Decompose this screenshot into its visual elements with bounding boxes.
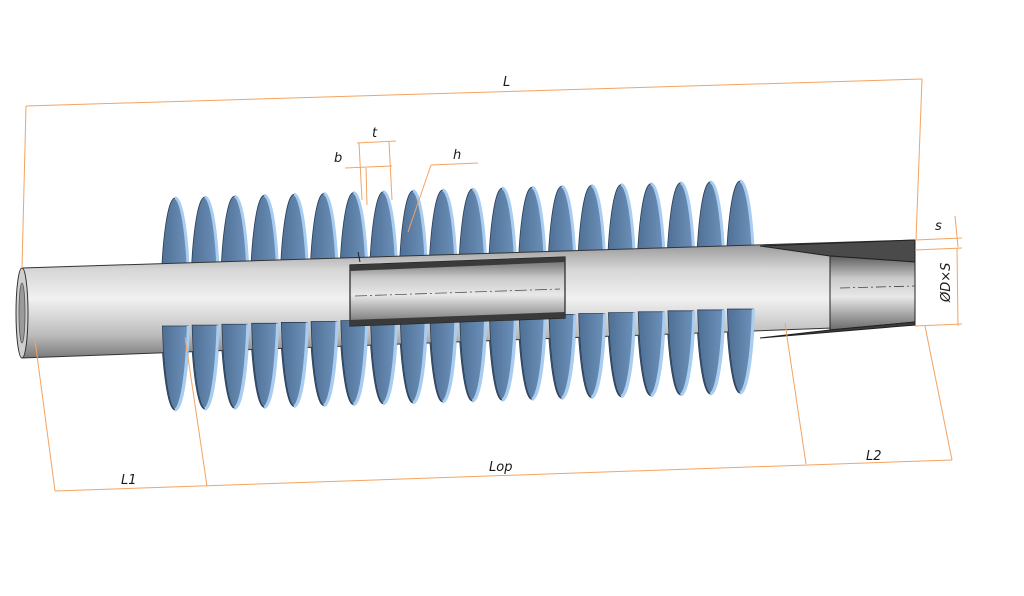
fin-front-edge-11 <box>471 317 488 403</box>
fin-front-edge-5 <box>293 322 309 408</box>
fin-front-edge-13 <box>531 315 547 401</box>
fin-front-edge-9 <box>412 318 428 405</box>
fin-front-edge-1 <box>174 325 190 412</box>
label-s: s <box>935 219 942 234</box>
right-cutaway <box>759 239 916 339</box>
fin-front-edge-4 <box>263 323 280 409</box>
pipe-left-bore <box>18 282 26 344</box>
fin-front-edge-8 <box>382 319 398 406</box>
fin-front-edge-7 <box>352 320 369 407</box>
fin-front-edge-10 <box>441 317 458 404</box>
fin-front-edge-12 <box>501 316 517 402</box>
fin-front-edge-18 <box>679 310 696 397</box>
dimension-lines <box>21 78 963 492</box>
label-b: b <box>334 151 342 166</box>
label-L2: L2 <box>866 449 882 464</box>
label-h: h <box>453 148 461 163</box>
fins-front <box>161 308 755 412</box>
label-L: L <box>503 75 510 90</box>
fin-front-edge-6 <box>323 321 339 408</box>
label-t: t <box>372 126 378 141</box>
label-L1: L1 <box>121 473 137 488</box>
fin-front-edge-17 <box>650 311 666 398</box>
middle-cutaway <box>349 251 566 327</box>
fin-front-edge-15 <box>590 313 607 399</box>
fin-front-edge-16 <box>620 312 636 399</box>
label-Lop: Lop <box>489 460 512 475</box>
fin-front-edge-20 <box>739 309 755 395</box>
dim-bottom-line <box>54 459 953 492</box>
fin-front-edge-3 <box>233 324 250 410</box>
fin-front-edge-19 <box>709 309 726 396</box>
fin-front-edge-14 <box>560 314 577 400</box>
label-diameter: ØD×S <box>939 263 954 303</box>
dim-L-line <box>25 78 923 107</box>
fin-front-edge-2 <box>204 325 220 411</box>
